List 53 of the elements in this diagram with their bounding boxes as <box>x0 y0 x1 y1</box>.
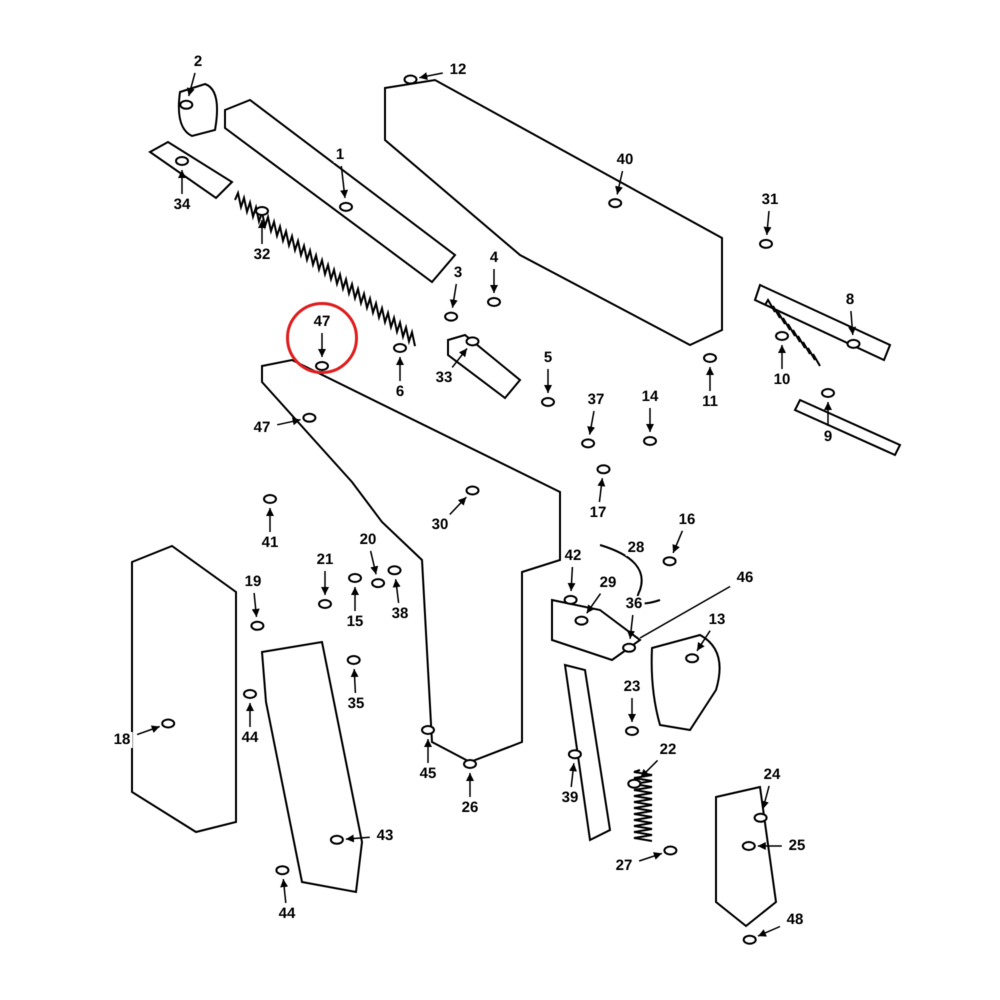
leader-line <box>638 852 662 862</box>
leader-line <box>280 879 288 904</box>
leader-line <box>449 496 467 516</box>
leader-line <box>450 284 458 308</box>
leader-line <box>848 310 856 335</box>
leader-line <box>568 566 576 592</box>
leader-line <box>824 402 832 426</box>
leader-line <box>758 842 782 850</box>
leader-line <box>758 926 780 937</box>
leader-line <box>696 630 711 652</box>
leader-line <box>627 614 635 639</box>
leader-line <box>597 478 606 502</box>
leader-line <box>672 530 684 554</box>
leader-line <box>351 587 359 611</box>
leader-line <box>706 367 714 391</box>
leader-line <box>778 345 786 369</box>
leader-line <box>392 579 401 604</box>
leader-line <box>340 166 348 198</box>
leader-line <box>396 357 404 381</box>
callout-number: 28 <box>626 540 646 556</box>
leader-line <box>764 210 772 235</box>
leader-line <box>318 333 326 357</box>
leader-line <box>490 269 498 293</box>
leader-line <box>252 592 260 617</box>
leader-line <box>350 668 359 694</box>
leader-line <box>321 571 329 595</box>
leader-line <box>640 586 730 639</box>
leader-line <box>258 220 266 244</box>
leader-line <box>640 760 658 778</box>
leader-line <box>569 763 577 788</box>
leader-line <box>628 698 636 722</box>
leader-line <box>586 593 602 614</box>
leader-line <box>178 170 186 194</box>
leader-line <box>466 773 474 797</box>
callout-number: 1 <box>334 147 346 163</box>
leader-line <box>136 725 160 736</box>
highlight-ring <box>286 302 358 374</box>
leader-line <box>277 418 301 426</box>
leader-line <box>266 508 274 532</box>
leader-line <box>544 369 552 393</box>
leader-line <box>646 408 654 432</box>
leader-line <box>452 348 468 368</box>
callout-number: 47 <box>312 314 332 330</box>
leader-line <box>346 834 370 842</box>
leader-line <box>761 786 770 810</box>
leader-line <box>370 550 378 574</box>
leader-line <box>615 170 624 195</box>
leader-line <box>419 72 443 80</box>
leader-line <box>587 410 596 435</box>
leader-line <box>424 739 432 763</box>
leader-line <box>246 703 254 727</box>
leader-line <box>186 72 196 96</box>
callout-number: 18 <box>112 732 132 748</box>
